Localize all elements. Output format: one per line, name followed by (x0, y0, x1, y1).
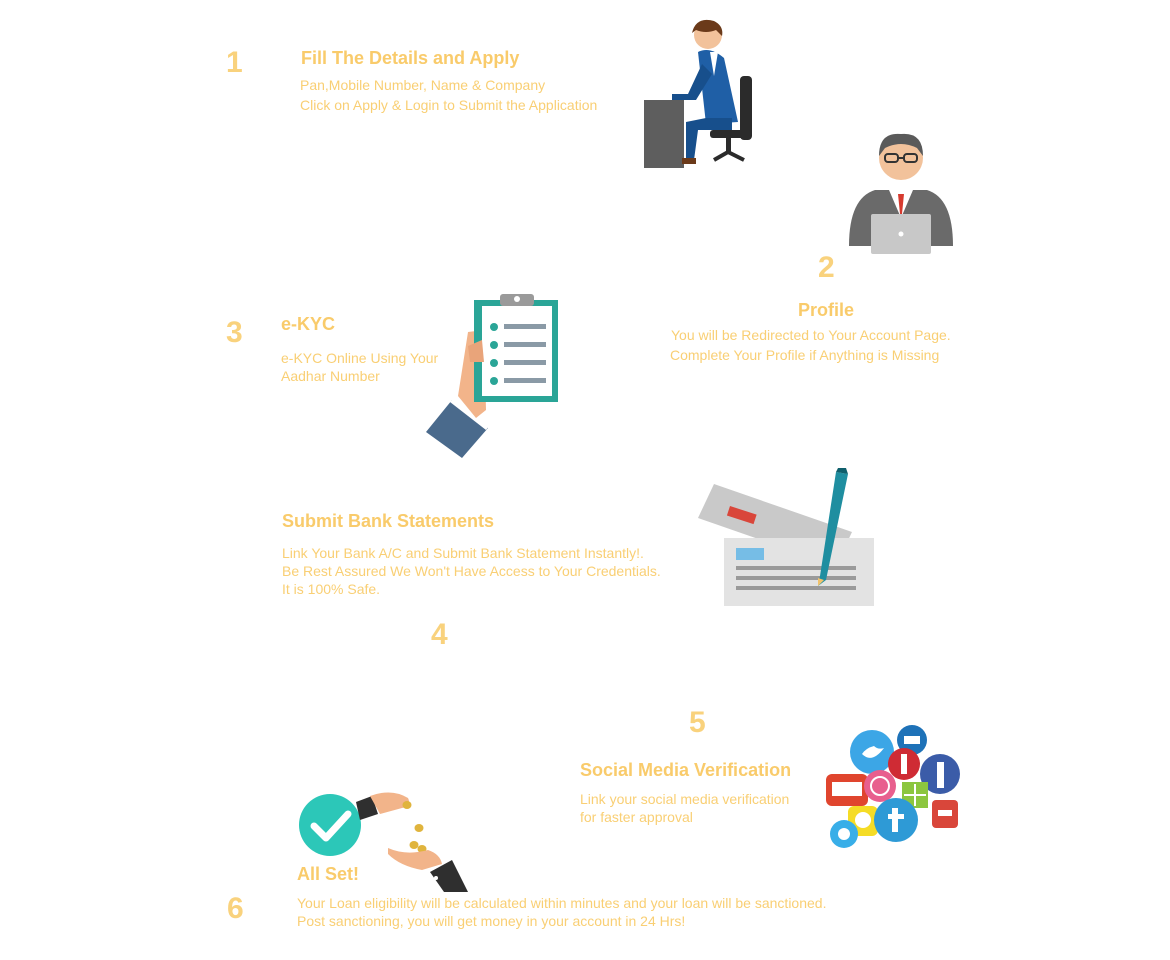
step-3-line-1: e-KYC Online Using Your (281, 350, 439, 366)
clipboard-checklist-icon (424, 292, 564, 460)
step-description-2: You will be Redirected to Your Account P… (670, 326, 951, 364)
step-title-4: Submit Bank Statements (282, 511, 495, 531)
step-title-3: e-KYC (281, 314, 336, 334)
person-at-desk-icon (640, 18, 760, 170)
step-description-3: e-KYC Online Using Your Aadhar Number (281, 349, 438, 385)
step-1-line-2: Click on Apply & Login to Submit the App… (300, 97, 598, 113)
checkmark-icon (299, 794, 361, 856)
dribbble-icon (864, 770, 896, 802)
cheque-pen-icon (696, 462, 880, 610)
social-media-icons-cluster (824, 724, 964, 854)
step-5-line-2: for faster approval (580, 809, 693, 825)
step-description-5: Link your social media verification for … (580, 790, 789, 826)
youtube-icon (826, 774, 868, 806)
step-number-2: 2 (818, 251, 835, 284)
checkmark-coins-hands-icon (296, 788, 472, 894)
step-title-1: Fill The Details and Apply (301, 48, 520, 68)
step-6-line-1: Your Loan eligibility will be calculated… (297, 895, 827, 911)
step-number-3: 3 (226, 316, 243, 349)
step-title-6: All Set! (297, 864, 360, 884)
step-5-line-1: Link your social media verification (580, 791, 790, 807)
step-title-5: Social Media Verification (580, 760, 792, 780)
step-6-line-2: Post sanctioning, you will get money in … (297, 913, 686, 929)
step-description-4: Link Your Bank A/C and Submit Bank State… (282, 544, 661, 598)
step-4-line-2: Be Rest Assured We Won't Have Access to … (282, 563, 661, 579)
step-4-line-3: It is 100% Safe. (282, 581, 381, 597)
step-1-line-1: Pan,Mobile Number, Name & Company (300, 77, 546, 93)
step-2-line-1: You will be Redirected to Your Account P… (671, 327, 951, 343)
step-number-5: 5 (689, 706, 706, 739)
step-3-line-2: Aadhar Number (281, 368, 380, 384)
step-4-line-1: Link Your Bank A/C and Submit Bank State… (282, 545, 644, 561)
step-number-4: 4 (431, 618, 448, 651)
step-description-1: Pan,Mobile Number, Name & Company Click … (300, 76, 597, 114)
businessman-laptop-icon (845, 128, 957, 256)
step-description-6: Your Loan eligibility will be calculated… (297, 894, 826, 930)
step-number-6: 6 (227, 892, 244, 925)
step-title-2: Profile (798, 300, 855, 320)
step-2-line-2: Complete Your Profile if Anything is Mis… (670, 347, 940, 363)
step-number-1: 1 (226, 46, 243, 79)
